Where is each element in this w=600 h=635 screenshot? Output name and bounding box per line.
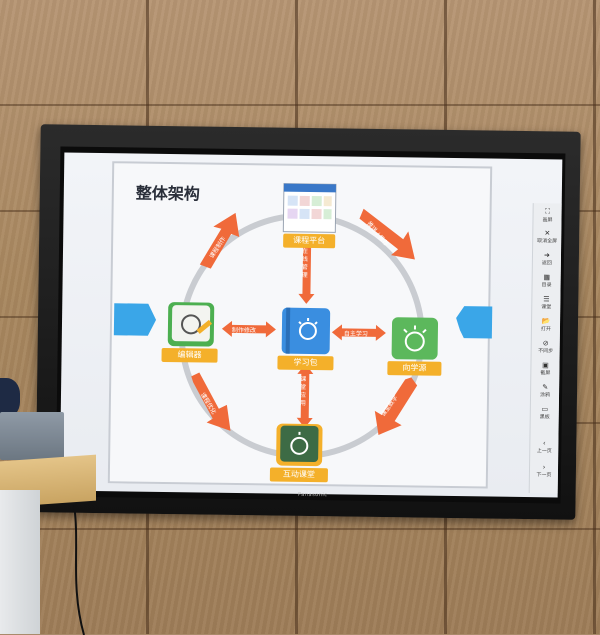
chevron-left-icon: ‹ bbox=[532, 439, 556, 447]
podium-front bbox=[0, 490, 40, 634]
architecture-diagram bbox=[60, 153, 563, 498]
right-side-pointer bbox=[456, 306, 492, 338]
cable bbox=[70, 505, 110, 635]
laptop bbox=[0, 412, 64, 460]
toolbar-item[interactable]: 📂打开 bbox=[534, 317, 558, 332]
toolbar-item[interactable]: ▭黑板 bbox=[533, 405, 557, 420]
tv-screen: 整体架构 bbox=[60, 153, 563, 498]
arrow-text-center-right: 自主学习 bbox=[344, 328, 368, 337]
pen-icon: ✎ bbox=[533, 383, 557, 391]
no-sync-icon: ⊘ bbox=[534, 339, 558, 347]
toolbar-item[interactable]: ✎涂鸦 bbox=[533, 383, 557, 398]
arrow-text-center-left: 制作修改 bbox=[232, 325, 256, 334]
toolbar-item[interactable]: ▦目录 bbox=[535, 273, 559, 288]
toolbar-item[interactable]: ›下一页 bbox=[532, 463, 556, 478]
node-label-right: 向学源 bbox=[387, 361, 441, 376]
xiangxueyuan-icon bbox=[392, 317, 439, 360]
toolbar-item[interactable]: ➜返回 bbox=[535, 251, 559, 266]
catalog-icon: ▦ bbox=[535, 273, 559, 281]
node-label-left: 编辑器 bbox=[161, 348, 217, 363]
back-icon: ➜ bbox=[535, 251, 559, 259]
close-icon: ✕ bbox=[535, 229, 559, 237]
side-toolbar: ⛶画屏 ✕取消全屏 ➜返回 ▦目录 ☰课堂 📂打开 ⊘不同步 ▣截屏 ✎涂鸦 ▭… bbox=[529, 203, 562, 493]
toolbar-item[interactable]: ⛶画屏 bbox=[535, 207, 559, 223]
arrow-text-center-top: 在线管理 bbox=[302, 248, 312, 280]
toolbar-item[interactable]: ‹上一页 bbox=[532, 439, 556, 454]
toolbar-item[interactable]: ☰课堂 bbox=[534, 295, 558, 310]
class-icon: ☰ bbox=[534, 295, 558, 303]
arrow-text-center-bottom: 课堂应用 bbox=[300, 376, 310, 408]
node-label-bottom: 互动课堂 bbox=[270, 467, 328, 482]
tv-brand-logo: Panasonic bbox=[298, 492, 328, 498]
toolbar-item[interactable]: ⊘不同步 bbox=[534, 339, 558, 354]
arc-arrow-bottom-right bbox=[374, 377, 417, 436]
fullscreen-icon: ⛶ bbox=[536, 207, 560, 216]
blackboard-icon: ▭ bbox=[533, 405, 557, 413]
toolbar-item[interactable]: ✕取消全屏 bbox=[535, 229, 559, 244]
node-label-center: 学习包 bbox=[277, 356, 333, 371]
screenshot-icon: ▣ bbox=[533, 361, 557, 369]
folder-icon: 📂 bbox=[534, 317, 558, 325]
left-side-pointer bbox=[114, 303, 156, 336]
chevron-right-icon: › bbox=[532, 463, 556, 471]
toolbar-item[interactable]: ▣截屏 bbox=[533, 361, 557, 376]
node-label-top: 课程平台 bbox=[283, 234, 335, 249]
